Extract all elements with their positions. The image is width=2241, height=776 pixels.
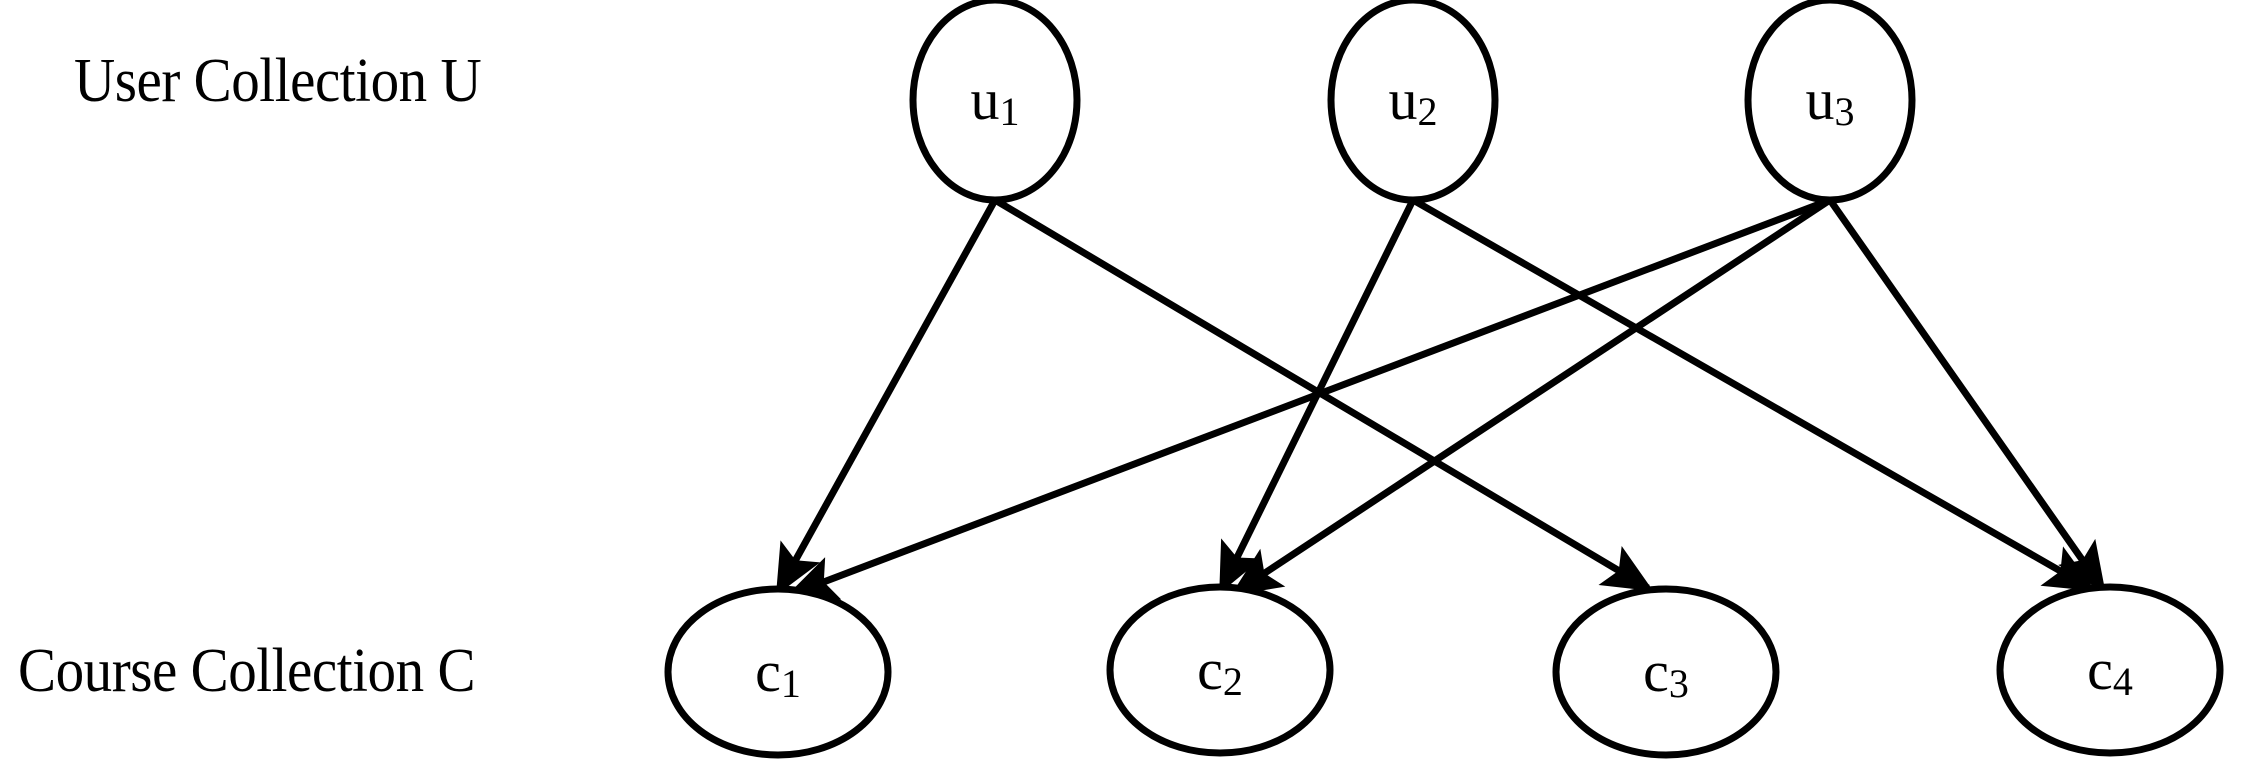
edge-u3-to-c1 (786, 196, 1832, 600)
node-label-u1: u1 (971, 67, 1020, 134)
node-c4[interactable]: c4 (1996, 583, 2224, 757)
ellipse-node-icon (1552, 585, 1780, 759)
ellipse-node-icon (909, 0, 1081, 204)
ellipse-node-icon (1106, 583, 1334, 757)
user-collection-label: User Collection U (74, 47, 482, 115)
node-c2[interactable]: c2 (1106, 583, 1334, 757)
node-u2[interactable]: u2 (1327, 0, 1499, 204)
node-label-c1: c1 (755, 639, 801, 706)
edge-u2-to-c4 (1411, 196, 2096, 592)
ellipse-node-icon (664, 585, 892, 759)
node-label-c3: c3 (1643, 639, 1689, 706)
node-u3[interactable]: u3 (1744, 0, 1916, 204)
node-c3[interactable]: c3 (1552, 585, 1780, 759)
ellipse-node-icon (1327, 0, 1499, 204)
node-label-u3: u3 (1806, 67, 1855, 134)
node-c1[interactable]: c1 (664, 585, 892, 759)
edge-u1-to-c1 (775, 198, 999, 596)
course-collection-label: Course Collection C (18, 637, 476, 705)
node-u1[interactable]: u1 (909, 0, 1081, 204)
edge-u3-to-c4 (1827, 197, 2106, 594)
edge-u3-to-c2 (1230, 197, 1832, 596)
node-label-u2: u2 (1389, 67, 1438, 134)
ellipse-node-icon (1744, 0, 1916, 204)
node-label-c4: c4 (2087, 637, 2133, 704)
ellipse-node-icon (1996, 583, 2224, 757)
edges-layer (775, 196, 2106, 600)
nodes-layer: u1 u2 u3 c1 c2 c3 c4 (664, 0, 2224, 759)
node-label-c2: c2 (1197, 637, 1243, 704)
